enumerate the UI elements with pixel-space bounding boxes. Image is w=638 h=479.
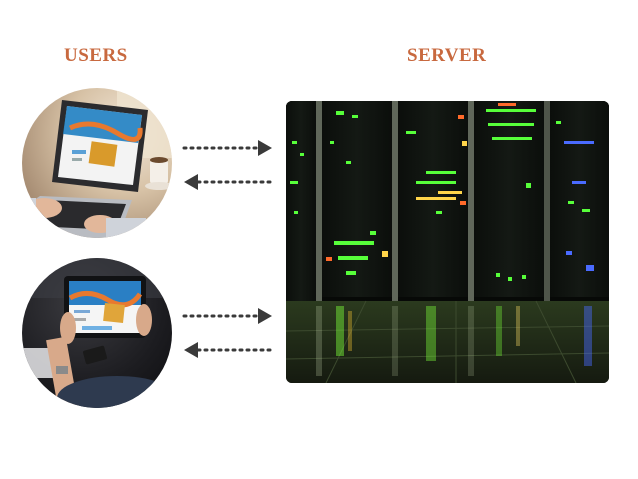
server-rack-icon (286, 101, 609, 383)
users-heading: USERS (64, 45, 128, 66)
server-to-laptop-arrow (182, 172, 274, 192)
laptop-to-server-arrow (182, 138, 274, 158)
arrow-right-icon (258, 140, 272, 156)
server-room-image (286, 101, 609, 383)
laptop-icon (22, 88, 172, 238)
server-heading: SERVER (407, 45, 487, 66)
arrow-left-icon (184, 174, 198, 190)
tablet-icon (22, 258, 172, 408)
laptop-user-image (22, 88, 172, 238)
server-to-tablet-arrow (182, 340, 274, 360)
arrow-right-icon (258, 308, 272, 324)
tablet-to-server-arrow (182, 306, 274, 326)
arrow-left-icon (184, 342, 198, 358)
tablet-user-image (22, 258, 172, 408)
